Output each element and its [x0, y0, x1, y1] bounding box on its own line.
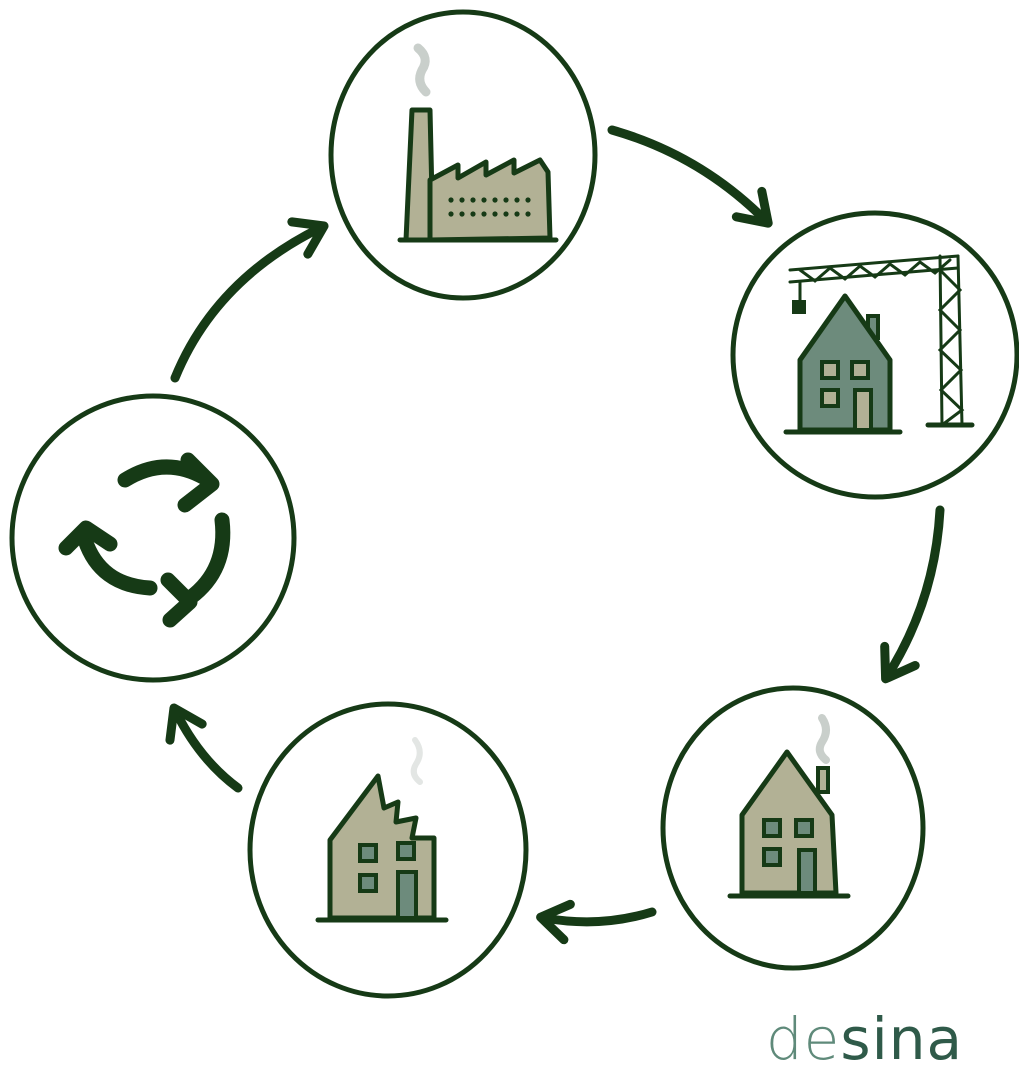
arrow-recycle-to-factory [170, 217, 329, 383]
arrow-house-to-damaged [536, 899, 657, 945]
house-with-crane-icon [783, 254, 975, 435]
stage-factory [328, 9, 598, 301]
stage-damaged-house [247, 701, 529, 999]
stage-construction [730, 210, 1019, 500]
stage-house [660, 685, 926, 971]
flow-arrows [165, 125, 945, 945]
arrow-construction-to-house [880, 505, 945, 684]
logo-part-de: de [765, 1005, 841, 1073]
arrow-damaged-to-recycle [165, 703, 243, 793]
damaged-house-icon [315, 737, 449, 923]
brand-logo: desina [766, 1010, 963, 1068]
logo-part-sina: sina [840, 1005, 963, 1073]
house-icon [727, 714, 851, 899]
arrow-factory-to-construction [607, 125, 773, 228]
stage-recycle [9, 393, 297, 683]
recycle-arrows-icon [58, 452, 231, 628]
factory-icon [397, 43, 559, 243]
